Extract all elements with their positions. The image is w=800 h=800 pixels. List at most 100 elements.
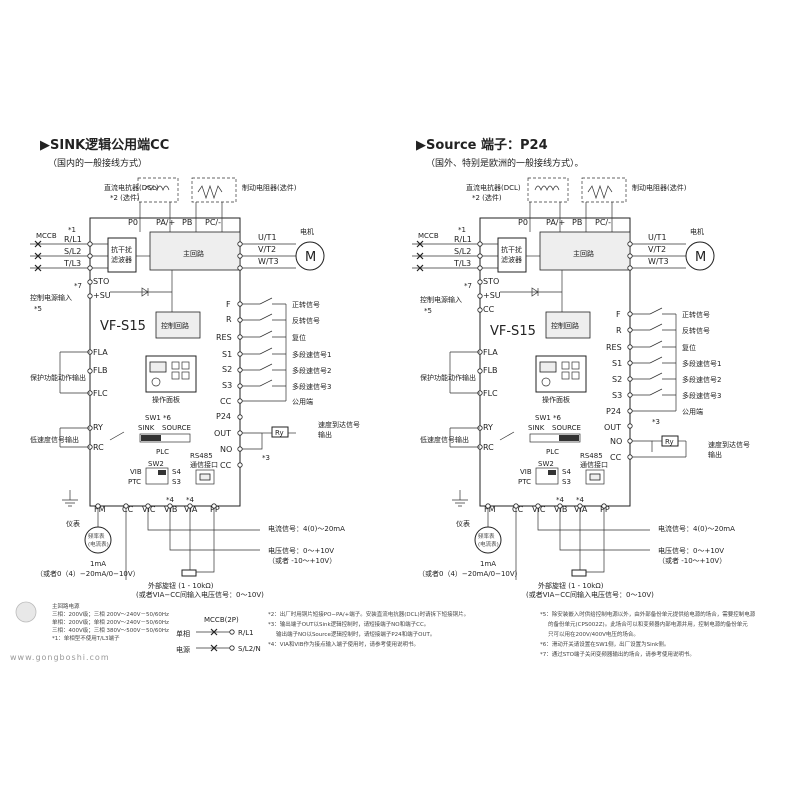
- right-rl1: R/L1: [454, 235, 472, 244]
- left-com: 公用端: [292, 397, 313, 406]
- left-pp: PP: [210, 505, 220, 514]
- svg-text:*4：VIA和VIB作为接点输入端子使用时，请参考使用说明书: *4：VIA和VIB作为接点输入端子使用时，请参考使用说明书。: [268, 640, 419, 648]
- left-s1: S1: [222, 350, 232, 359]
- right-r: R: [616, 326, 622, 335]
- right-control-circuit-label: 控制回路: [551, 321, 579, 330]
- right-ms2: 多段速信号2: [682, 375, 721, 384]
- right-cc-3: CC: [512, 505, 524, 514]
- left-cc-2: CC: [220, 461, 232, 470]
- left-noise-filter-label1: 抗干扰: [111, 245, 132, 254]
- svg-text:输出端子NO以Source逻辑控制时，请短接端子P24和端子: 输出端子NO以Source逻辑控制时，请短接端子P24和端子OUT。: [276, 630, 435, 638]
- left-input-terminals: F R RES S1 S2 S3 CC P24 OUT NO CC: [214, 300, 232, 470]
- right-u: U/T1: [648, 233, 667, 242]
- right-sto: STO: [483, 277, 499, 286]
- left-control-circuit: [155, 311, 201, 339]
- right-source: SOURCE: [552, 424, 581, 432]
- right-s1: S1: [612, 359, 622, 368]
- right-footnotes: *5：除安装嵌入时供给控制电源以外，由外部备份单元提供给电源的场合，需要控制电源…: [540, 610, 756, 658]
- left-voltage-sig: 电压信号：0～+10V: [268, 546, 334, 555]
- left-motor-label: 电机: [300, 227, 314, 236]
- left-vib: VIB: [164, 505, 177, 514]
- svg-text:只可以用在200V/400V电压的场合。: 只可以用在200V/400V电压的场合。: [548, 630, 639, 638]
- left-single-phase: 单相: [176, 629, 190, 638]
- left-note4a: *4: [166, 496, 175, 504]
- left-noise-filter-label2: 滤波器: [111, 255, 132, 264]
- left-dcl-note: *2 (选件): [110, 193, 140, 202]
- left-dcl-label: 直流电抗器(DCL): [104, 183, 159, 192]
- left-motor-m: M: [305, 250, 316, 265]
- left-rl1-single: R/L1: [238, 629, 254, 637]
- right-dcl-label: 直流电抗器(DCL): [466, 183, 521, 192]
- right-flc: FLC: [483, 389, 498, 398]
- svg-text:*6：滑动开关请设置在SW1侧，出厂设置为Sink侧。: *6：滑动开关请设置在SW1侧，出厂设置为Sink侧。: [540, 640, 669, 648]
- right-su: +SU: [483, 291, 501, 300]
- right-subtitle: （国外、特别是欧洲的一般接线方式）。: [426, 157, 584, 169]
- right-no: NO: [610, 437, 622, 446]
- left-ext-pot: 外部旋钮 (1 - 10kΩ): [148, 581, 214, 590]
- right-ms1: 多段速信号1: [682, 359, 721, 368]
- left-via: VIA: [184, 505, 198, 514]
- right-dcl-note: *2 (选件): [472, 193, 502, 202]
- right-vib: VIB: [554, 505, 567, 514]
- left-cc-1: CC: [220, 397, 232, 406]
- left-footnotes: *2：出厂时用铜片短接PO−PA/+端子。安装直流电抗器(DCL)时请拆下短接铜…: [268, 610, 469, 648]
- right-note1: *1: [458, 226, 466, 234]
- right-sink: SINK: [528, 424, 545, 432]
- left-res: RES: [216, 333, 232, 342]
- svg-text:*5：除安装嵌入时供给控制电源以外，由外部备份单元提供给电源: *5：除安装嵌入时供给控制电源以外，由外部备份单元提供给电源的场合，需要控制电源: [540, 610, 756, 618]
- left-brake-box: [191, 177, 237, 203]
- left-ry-term: RY: [93, 423, 103, 432]
- left-flb: FLB: [93, 366, 108, 375]
- right-motor: [685, 241, 715, 271]
- left-vic: VIC: [142, 505, 156, 514]
- right-res: RES: [606, 343, 622, 352]
- left-noise-filter: [107, 237, 137, 273]
- right-mccb: MCCB: [418, 232, 439, 240]
- right-sw2: SW2: [538, 460, 554, 468]
- right-noise-filter-label1: 抗干扰: [501, 245, 522, 254]
- left-mccb2p: MCCB(2P): [204, 616, 239, 624]
- left-voltage-sig2: （或者 -10～+10V）: [268, 556, 336, 565]
- left-su: +SU: [93, 291, 111, 300]
- right-operation-panel: [535, 355, 587, 393]
- left-note3: *3: [262, 454, 270, 462]
- left-low-speed: 低速度信号输出: [30, 435, 79, 444]
- left-sl2: S/L2: [64, 247, 81, 256]
- right-sw1: SW1 *6: [535, 414, 562, 422]
- left-sl2n: S/L2/N: [238, 645, 261, 653]
- left-inverter-frame: [89, 217, 241, 507]
- right-rs485-1: RS485: [580, 452, 603, 460]
- right-meter: 仪表: [456, 519, 470, 528]
- left-pc: PC/-: [205, 218, 221, 227]
- left-note7: *7: [74, 282, 82, 290]
- right-pb: PB: [572, 218, 582, 227]
- left-note4b: *4: [186, 496, 195, 504]
- right-motor-label: 电机: [690, 227, 704, 236]
- right-ctrl-power: 控制电源输入: [420, 295, 462, 304]
- left-sw1: SW1 *6: [145, 414, 172, 422]
- right-rs485-port: [585, 469, 605, 485]
- left-rc-term: RC: [93, 443, 104, 452]
- left-cc-3: CC: [122, 505, 134, 514]
- svg-text:*2：出厂时用铜片短接PO−PA/+端子。安装直流电抗器(D: *2：出厂时用铜片短接PO−PA/+端子。安装直流电抗器(DCL)时请拆下短接铜…: [268, 610, 469, 618]
- left-ctrl-power: 控制电源输入: [30, 293, 72, 302]
- right-speed-reach-2: 输出: [708, 450, 722, 459]
- right-alt420: （或者0（4）−20mA/0−10V）: [418, 569, 522, 578]
- right-freq-meter-2: (电流表): [478, 540, 499, 548]
- left-rev: 反转信号: [292, 316, 320, 325]
- right-s3: S3: [612, 391, 622, 400]
- right-rev: 反转信号: [682, 326, 710, 335]
- left-fm: FM: [94, 505, 106, 514]
- left-1ma: 1mA: [90, 560, 106, 568]
- right-freq-meter-1: 频率表: [478, 532, 495, 540]
- right-low-speed: 低速度信号输出: [420, 435, 469, 444]
- right-voltage-sig: 电压信号：0～+10V: [658, 546, 724, 555]
- svg-text:三相：200V级；三相 200V～240V－50/60Hz: 三相：200V级；三相 200V～240V－50/60Hz: [52, 610, 169, 618]
- left-p0: P0: [128, 218, 138, 227]
- left-no: NO: [220, 445, 232, 454]
- right-speed-reach-1: 速度到达信号: [708, 440, 750, 449]
- right-note4b: *4: [576, 496, 585, 504]
- left-model: VF-S15: [100, 319, 146, 334]
- right-freq-meter: [474, 526, 502, 554]
- watermark: www.gongboshi.com: [10, 601, 109, 662]
